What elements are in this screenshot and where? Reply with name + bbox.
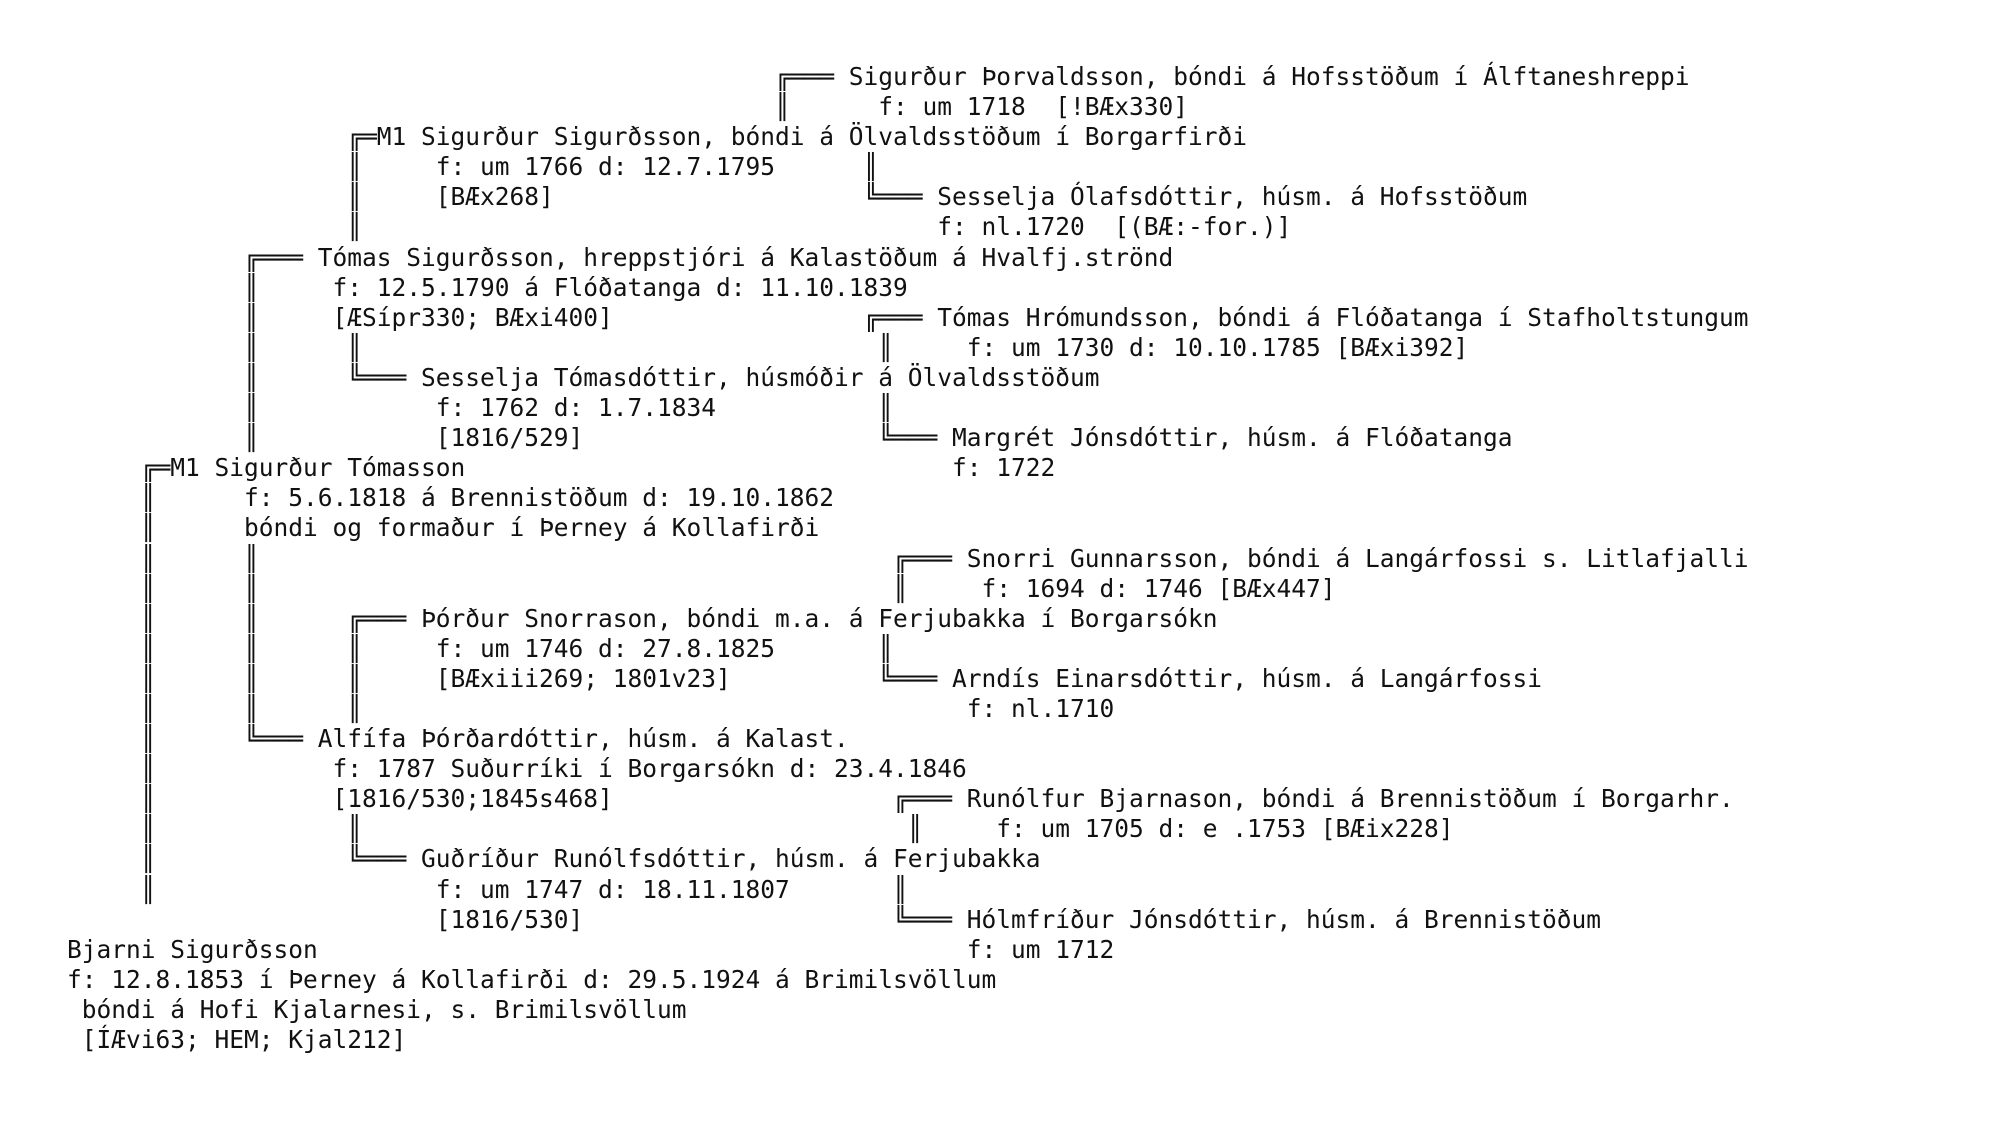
pedigree-line: ╔═══ Sigurður Þorvaldsson, bóndi á Hofss… (67, 62, 1690, 91)
pedigree-line: ║ f: 1762 d: 1.7.1834 ║ (67, 393, 894, 423)
pedigree-line: ║ f: um 1718 [!BÆx330] (67, 92, 1189, 122)
pedigree-line: ║ f: nl.1720 [(BÆ:-for.)] (67, 212, 1292, 242)
pedigree-line: Bjarni Sigurðsson f: um 1712 (67, 934, 1115, 964)
pedigree-line: ║ ╚═══ Sesselja Tómasdóttir, húsmóðir á … (67, 362, 1100, 392)
pedigree-line: ║ ║ ║ f: um 1746 d: 27.8.1825 ║ (67, 633, 894, 663)
pedigree-line: ║ [BÆx268] ╚═══ Sesselja Ólafsdóttir, hú… (67, 182, 1528, 212)
pedigree-line: ║ [1816/530;1845s468] ╔═══ Runólfur Bjar… (67, 784, 1734, 814)
pedigree-line: [ÍÆvi63; HEM; Kjal212] (67, 1025, 407, 1054)
pedigree-line: ║ [1816/529] ╚═══ Margrét Jónsdóttir, hú… (67, 423, 1513, 453)
pedigree-chart: ╔═══ Sigurður Þorvaldsson, bóndi á Hofss… (67, 62, 1749, 1055)
pedigree-line: ║ ║ ║ f: 1694 d: 1746 [BÆx447] (67, 573, 1336, 603)
pedigree-line: ║ ║ ╔═══ Snorri Gunnarsson, bóndi á Lang… (67, 543, 1749, 573)
pedigree-line: ║ ╚═══ Alfífa Þórðardóttir, húsm. á Kala… (67, 724, 849, 754)
pedigree-line: ║ ║ ║ f: nl.1710 (67, 693, 1115, 723)
pedigree-line: bóndi á Hofi Kjalarnesi, s. Brimilsvöllu… (67, 994, 687, 1024)
pedigree-line: [1816/530] ╚═══ Hólmfríður Jónsdóttir, h… (67, 904, 1602, 934)
pedigree-line: ╔═══ Tómas Sigurðsson, hreppstjóri á Kal… (67, 242, 1174, 272)
pedigree-line: ║ ║ ║ f: um 1705 d: e .1753 [BÆix228] (67, 814, 1454, 844)
pedigree-line: ║ ║ ║ [BÆxiii269; 1801v23] ╚═══ Arndís E… (67, 663, 1543, 693)
pedigree-line: ╔═M1 Sigurður Sigurðsson, bóndi á Ölvald… (67, 122, 1248, 152)
pedigree-line: ║ f: 5.6.1818 á Brennistöðum d: 19.10.18… (67, 483, 835, 513)
pedigree-line: ║ [ÆSípr330; BÆxi400] ╔═══ Tómas Hrómund… (67, 302, 1749, 332)
pedigree-line: ║ ║ ╔═══ Þórður Snorrason, bóndi m.a. á … (67, 603, 1218, 633)
pedigree-line: ║ f: 1787 Suðurríki í Borgarsókn d: 23.4… (67, 754, 967, 784)
pedigree-line: f: 12.8.1853 í Þerney á Kollafirði d: 29… (67, 964, 997, 994)
pedigree-line: ║ ║ ║ f: um 1730 d: 10.10.1785 [BÆxi392] (67, 332, 1469, 362)
pedigree-line: ║ f: 12.5.1790 á Flóðatanga d: 11.10.183… (67, 272, 908, 302)
pedigree-line: ║ ╚═══ Guðríður Runólfsdóttir, húsm. á F… (67, 844, 1041, 874)
pedigree-line: ║ f: um 1747 d: 18.11.1807 ║ (67, 874, 908, 904)
pedigree-line: ║ bóndi og formaður í Þerney á Kollafirð… (67, 513, 820, 543)
pedigree-line: ║ f: um 1766 d: 12.7.1795 ║ (67, 152, 879, 182)
pedigree-line: ╔═M1 Sigurður Tómasson f: 1722 (67, 453, 1056, 483)
